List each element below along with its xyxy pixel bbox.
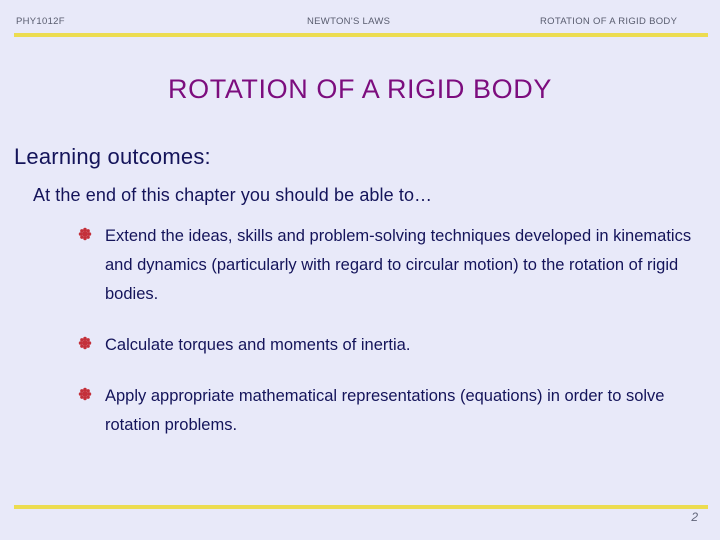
flower-bullet-icon [78,227,94,243]
footer-divider-rule [14,505,708,509]
list-item: Extend the ideas, skills and problem-sol… [78,222,696,309]
list-item: Apply appropriate mathematical represent… [78,382,696,440]
header-course-code: PHY1012F [16,16,65,27]
flower-bullet-icon [78,336,94,352]
list-item-label: Apply appropriate mathematical represent… [105,387,665,434]
page-number: 2 [691,510,698,524]
list-item-label: Calculate torques and moments of inertia… [105,336,411,354]
list-item: Calculate torques and moments of inertia… [78,331,696,360]
learning-outcomes-list: Extend the ideas, skills and problem-sol… [78,222,696,440]
slide-header: PHY1012F NEWTON'S LAWS ROTATION OF A RIG… [0,14,720,34]
learning-outcomes-subheading: At the end of this chapter you should be… [33,185,433,205]
header-section-title: NEWTON'S LAWS [307,16,391,27]
list-item-label: Extend the ideas, skills and problem-sol… [105,227,692,303]
header-topic-title: ROTATION OF A RIGID BODY [540,16,678,27]
learning-outcomes-heading: Learning outcomes: [14,144,211,169]
flower-bullet-icon [78,387,94,403]
page-title: ROTATION OF A RIGID BODY [168,74,552,104]
header-divider-rule [14,33,708,37]
